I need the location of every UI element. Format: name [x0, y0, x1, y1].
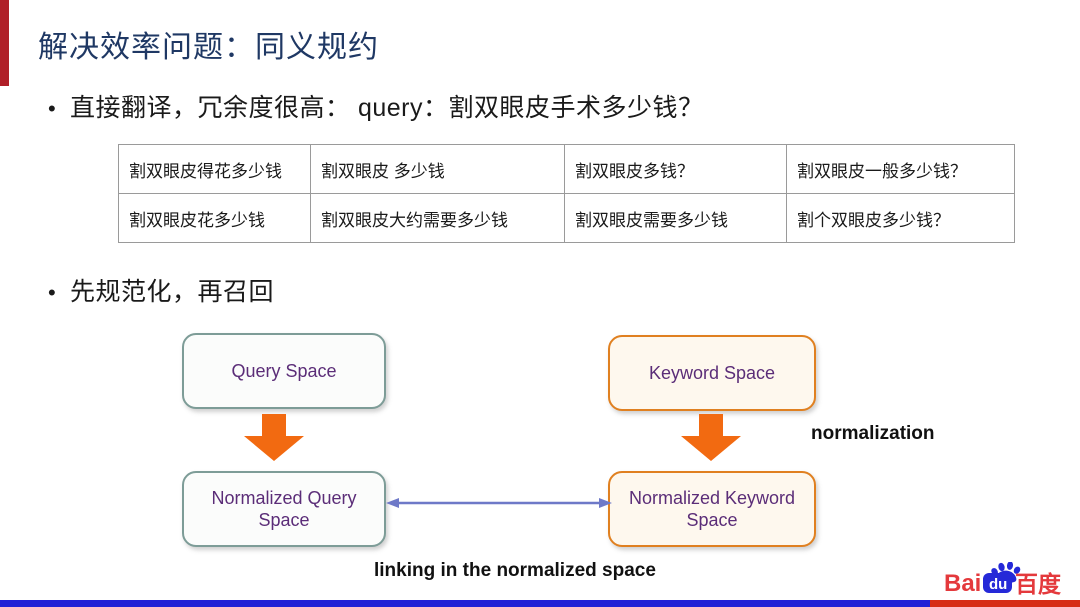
node-query-space[interactable]: Query Space	[182, 333, 386, 409]
node-keyword-space[interactable]: Keyword Space	[608, 335, 816, 411]
label-linking-in-normalized-space: linking in the normalized space	[374, 560, 656, 581]
bullet-marker: •	[48, 280, 56, 305]
left-accent-bar	[0, 0, 9, 86]
node-keyword-space-label: Keyword Space	[648, 362, 776, 383]
arrow-down-left-icon	[244, 414, 304, 461]
table-cell: 割双眼皮花多少钱	[118, 193, 311, 243]
node-normalized-query-space-label: Normalized Query Space	[211, 487, 357, 531]
bullet-item-1: • 直接翻译，冗余度很高： query：割双眼皮手术多少钱？	[48, 88, 704, 124]
logo-du-badge	[983, 573, 1012, 593]
table-cell: 割双眼皮 多少钱	[310, 144, 565, 194]
table-row: 割双眼皮得花多少钱 割双眼皮 多少钱 割双眼皮多钱？ 割双眼皮一般多少钱？	[118, 144, 1015, 194]
node-query-space-label: Query Space	[231, 360, 337, 381]
table-cell: 割双眼皮多钱？	[564, 144, 787, 194]
bullet-text: 先规范化，再召回	[70, 278, 275, 306]
footer-accent-bar	[0, 600, 1080, 607]
bullet-marker: •	[48, 96, 56, 121]
node-normalized-keyword-space-label: Normalized Keyword Space	[628, 487, 796, 531]
linking-double-arrow-icon	[386, 498, 612, 508]
footer-bar-blue-segment	[0, 600, 930, 607]
table-cell: 割双眼皮需要多少钱	[564, 193, 787, 243]
logo-text-du: du	[989, 576, 1007, 593]
footer-bar-red-segment	[930, 600, 1080, 607]
bullet-text: 直接翻译，冗余度很高： query：割双眼皮手术多少钱？	[70, 94, 704, 122]
baidu-logo: Bai du 百度	[944, 562, 1062, 597]
table-cell: 割双眼皮一般多少钱？	[786, 144, 1015, 194]
table-row: 割双眼皮花多少钱 割双眼皮大约需要多少钱 割双眼皮需要多少钱 割个双眼皮多少钱？	[118, 193, 1015, 243]
arrow-down-right-icon	[681, 414, 741, 461]
logo-text-bai: Bai	[944, 570, 981, 597]
table-cell: 割个双眼皮多少钱？	[786, 193, 1015, 243]
table-cell: 割双眼皮得花多少钱	[118, 144, 311, 194]
node-normalized-keyword-space[interactable]: Normalized Keyword Space	[608, 471, 816, 547]
logo-text-hanzi: 百度	[1015, 571, 1062, 597]
bullet-item-2: • 先规范化，再召回	[48, 272, 274, 308]
label-normalization: normalization	[811, 423, 935, 444]
node-normalized-query-space[interactable]: Normalized Query Space	[182, 471, 386, 547]
query-variants-table: 割双眼皮得花多少钱 割双眼皮 多少钱 割双眼皮多钱？ 割双眼皮一般多少钱？ 割双…	[118, 144, 1015, 243]
table-cell: 割双眼皮大约需要多少钱	[310, 193, 565, 243]
slide-title: 解决效率问题：同义规约	[38, 31, 379, 64]
